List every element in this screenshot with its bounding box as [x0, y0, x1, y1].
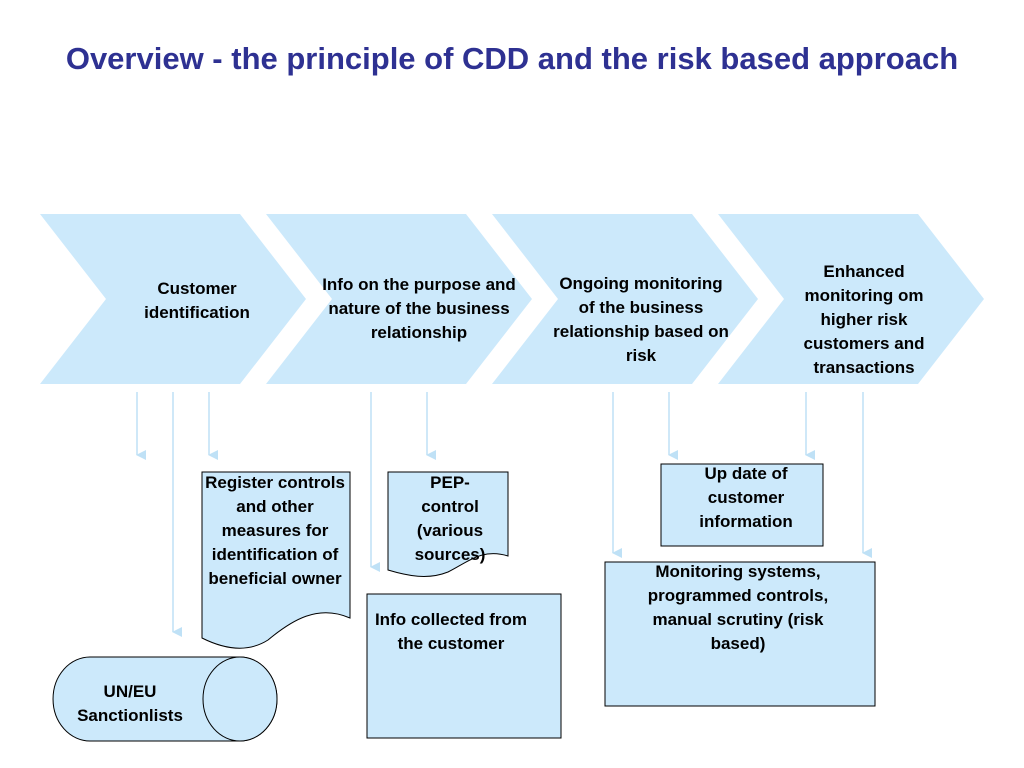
register-controls-text: Register controls and other measures for…	[205, 473, 345, 588]
chevron-enhanced-monitoring	[718, 214, 984, 384]
pep-document-shape	[387, 471, 509, 577]
monitoring-systems-text: Monitoring systems, programmed controls,…	[647, 562, 829, 653]
monitoring-box-shape	[604, 561, 876, 707]
update-box-shape	[660, 463, 824, 547]
page-title: Overview - the principle of CDD and the …	[65, 41, 959, 76]
pep-control-text: PEP-control (various sources)	[414, 473, 486, 564]
step-label-purpose-nature: Info on the purpose and nature of the bu…	[322, 275, 516, 342]
sanctions-database-end-cap	[202, 656, 278, 742]
info-collected-box-shape	[366, 593, 562, 739]
sanctions-lists-text: UN/EU Sanctionlists	[77, 682, 183, 725]
chevron-purpose-nature	[266, 214, 532, 384]
step-label-enhanced-monitoring: Enhanced monitoring om higher risk custo…	[803, 262, 925, 377]
chevron-ongoing-monitoring	[492, 214, 758, 384]
step-label-customer-identification: Customer identification	[144, 279, 250, 322]
register-document-shape	[201, 471, 351, 649]
update-customer-info-text: Up date of customer information	[699, 464, 793, 531]
step-label-ongoing-monitoring: Ongoing monitoring of the business relat…	[553, 274, 729, 365]
info-collected-text: Info collected from the customer	[374, 610, 528, 653]
chevron-customer-identification	[40, 214, 306, 384]
